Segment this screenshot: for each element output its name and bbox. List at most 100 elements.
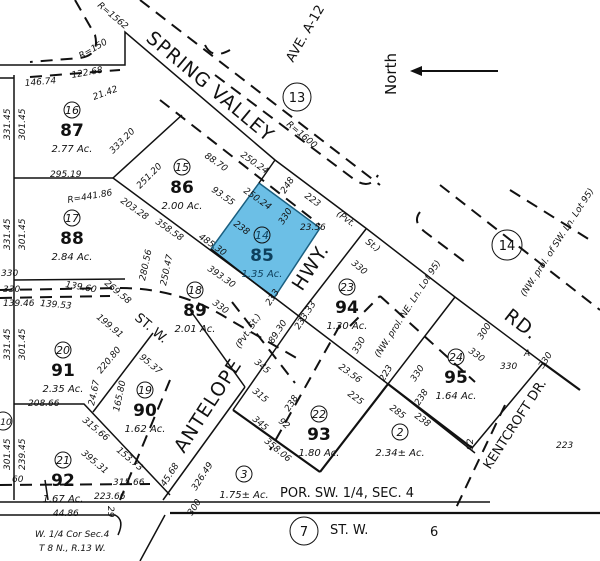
dimension-label: 330 [466, 346, 486, 364]
street-ave-a12: AVE. A-12 [283, 3, 328, 65]
dimension-label: 93.55 [209, 185, 236, 208]
lot-circle-number: 2 [397, 426, 404, 439]
block-number: 10 [0, 418, 12, 428]
lot-acreage: 1.67 Ac. [43, 494, 84, 505]
block-number: 14 [499, 239, 516, 254]
dimension-label: 23.56 [300, 223, 326, 233]
dimension-label: 92 [276, 417, 291, 432]
dimension-label: 326.49 [190, 461, 216, 493]
dimension-label: 269.58 [102, 279, 133, 307]
lot-number: 89 [183, 301, 207, 321]
block-number: 13 [289, 91, 306, 106]
lot-acreage: 2.00 Ac. [162, 201, 203, 212]
block-7: 7 [289, 516, 319, 546]
pvt-st-label-3: (Pvt. St.) [234, 312, 264, 350]
dimension-label: 44.86 [53, 509, 79, 519]
dimension-label: R=441.86 [67, 188, 114, 206]
street-rd-suffix: A [523, 349, 530, 359]
lot-acreage: 2.84 Ac. [52, 252, 93, 263]
block-number: 6 [430, 525, 438, 540]
lot-block-3[interactable]: 31.75± Ac. [219, 465, 269, 501]
lot-acreage: 2.35 Ac. [43, 384, 84, 395]
block-6: 6 [430, 525, 438, 540]
lot-acreage: 1.64 Ac. [436, 391, 477, 402]
lot-circle [63, 209, 81, 227]
dimension-label: 95.37 [137, 353, 163, 377]
lot-circle [54, 451, 72, 469]
dimension-label: 358.58 [153, 217, 185, 243]
lot-circle-number: 14 [255, 229, 269, 242]
dimension-label: 146.74 [24, 76, 57, 89]
dimension-label: 315.66 [113, 478, 145, 488]
dimension-label: 220.80 [96, 345, 124, 376]
dimension-label: 248 [279, 176, 297, 196]
lot-acreage: 2.34± Ac. [375, 448, 424, 459]
lot-number: 86 [170, 178, 194, 198]
dimension-label: 139.53 [40, 299, 73, 312]
lot-number: 92 [51, 471, 75, 491]
parcel-lines [0, 30, 600, 561]
section-label: POR. SW. 1/4, SEC. 4 [280, 486, 414, 501]
street-spring-valley: SPRING VALLEY [142, 27, 279, 147]
dimension-label: 250.47 [159, 253, 175, 286]
dimension-label: 203.28 [118, 196, 150, 222]
lot-block-2[interactable]: 2 2.34± Ac. [375, 423, 425, 459]
dimension-label: 29 [105, 506, 115, 518]
lot-circle-number: 18 [188, 284, 202, 297]
lot-circle-number: 23 [340, 281, 354, 294]
dimension-label: 251.20 [135, 162, 165, 192]
lot-circle-number: 16 [65, 104, 79, 117]
lot-number: 91 [51, 361, 75, 381]
dimension-label: 250.24 [238, 150, 270, 176]
dimension-label: 223.66 [94, 492, 126, 502]
dimension-label: 239.45 [18, 438, 28, 470]
street-st-w-upper: ST. W. [131, 311, 170, 347]
dimension-label: 345 [250, 415, 270, 434]
dimension-label: 330 [1, 269, 18, 279]
dimension-label: 238 [283, 394, 301, 414]
dimension-label: 301.45 [18, 328, 28, 360]
pvt-st-label-1: (Pvt. [334, 209, 357, 229]
lot-circle [391, 423, 409, 441]
dimension-label: 330 [409, 364, 427, 384]
lot-circle [235, 465, 253, 483]
lot-number: 94 [335, 298, 359, 318]
street-st-w-bottom: ST. W. [330, 523, 368, 538]
dimension-label: 199.91 [94, 313, 125, 341]
corner-note-1: W. 1/4 Cor Sec.4 [35, 530, 110, 540]
dimension-label: 139.60 [64, 280, 97, 295]
block-number: 7 [300, 525, 308, 540]
dimension-label: 301.45 [18, 218, 28, 250]
dimension-label: 295.19 [50, 170, 82, 180]
lot-circle [54, 341, 72, 359]
dimension-label: 315 [250, 387, 270, 406]
block-10: 10 [0, 411, 13, 431]
dimension-label: 92 [466, 438, 476, 450]
dimension-label: 280.56 [138, 248, 154, 281]
lot-acreage: 1.75± Ac. [219, 490, 268, 501]
lot-number: 93 [307, 425, 331, 445]
dimension-label: 89.30 [267, 318, 290, 345]
lot-circle [310, 405, 328, 423]
dimension-label: 238 [413, 388, 431, 408]
dimension-label: 139.46 [3, 299, 35, 309]
dimension-label: 88.70 [202, 151, 229, 174]
dimension-label: 330 [500, 362, 517, 372]
dimension-label: 331.45 [3, 108, 13, 140]
lot-number: 87 [60, 121, 84, 141]
lot-circle-number: 24 [449, 351, 463, 364]
lot-acreage: 1.62 Ac. [125, 424, 166, 435]
lot-number: 88 [60, 229, 84, 249]
